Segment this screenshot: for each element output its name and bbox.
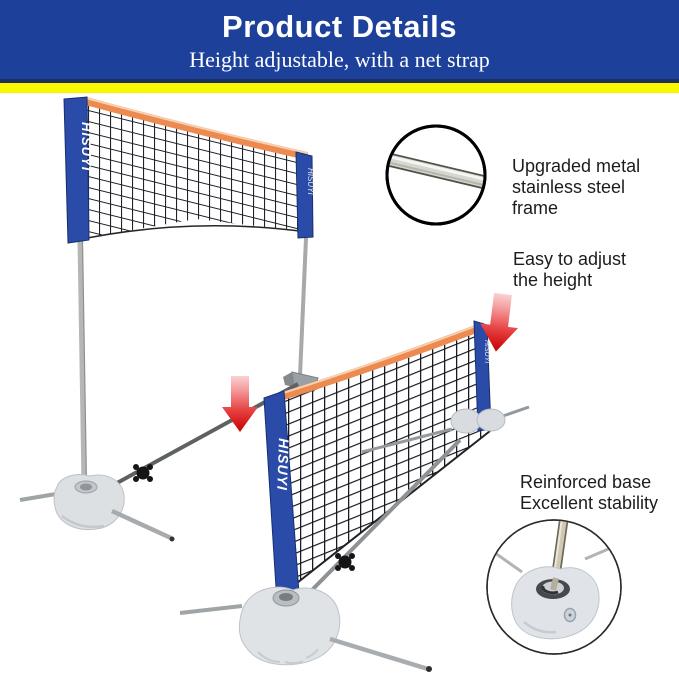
- accent-stripe: [0, 83, 679, 93]
- tightening-knob: [335, 553, 355, 571]
- tall-net-right-band: [295, 151, 314, 239]
- annotation-height-line2: the height: [513, 270, 593, 290]
- low-net-left-base: [179, 438, 462, 672]
- tall-net-mesh: [86, 105, 307, 238]
- ground-bar: [309, 438, 462, 593]
- brand-label-low-right: HISUYI: [483, 340, 490, 363]
- annotation-height-line1: Easy to adjust: [513, 249, 627, 269]
- height-adjust-arrow-right: [480, 292, 518, 352]
- low-net-right-base: [361, 405, 530, 454]
- annotation-frame-line3: frame: [512, 198, 559, 218]
- height-adjust-arrow-left: [222, 376, 258, 432]
- brand-label-low-left: HISUYI: [274, 438, 292, 491]
- tightening-knob: [133, 464, 153, 482]
- magnifier-callout-base: [486, 519, 622, 655]
- low-net: HISUYI HISUYI: [263, 320, 492, 604]
- tall-net-left-pole: [77, 239, 87, 485]
- tall-net-bottom-cord: [86, 224, 308, 239]
- low-net-mesh: [285, 329, 490, 583]
- header-banner: Product Details Height adjustable, with …: [0, 0, 679, 83]
- tall-net-top-strap: [84, 97, 308, 160]
- tall-net: HISUYI HISUYI: [63, 96, 319, 485]
- annotation-frame-line1: Upgraded metal: [512, 156, 641, 176]
- annotation-frame-line2: stainless steel: [512, 177, 626, 197]
- product-illustration: HISUYI HISUYI: [19, 96, 622, 672]
- water-base: [238, 586, 341, 666]
- annotation-base-line1: Reinforced base: [520, 472, 652, 492]
- page-subtitle: Height adjustable, with a net strap: [189, 47, 490, 72]
- annotation-base-line2: Excellent stability: [520, 493, 659, 513]
- water-base: [53, 474, 125, 531]
- tall-net-left-band: [63, 96, 90, 244]
- annotation-frame: Upgraded metal stainless steel frame: [512, 156, 640, 219]
- annotation-height: Easy to adjust the height: [513, 249, 626, 291]
- brand-label-tall-left: HISUYI: [79, 122, 94, 171]
- tall-net-right-pole: [298, 237, 308, 377]
- page-title: Product Details: [222, 9, 457, 44]
- annotation-base: Reinforced base Excellent stability: [520, 472, 658, 514]
- low-net-top-strap: [281, 322, 486, 400]
- magnifier-callout-frame: [385, 124, 487, 226]
- brand-label-tall-right: HISUYI: [306, 168, 315, 195]
- tall-net-base: [19, 382, 299, 542]
